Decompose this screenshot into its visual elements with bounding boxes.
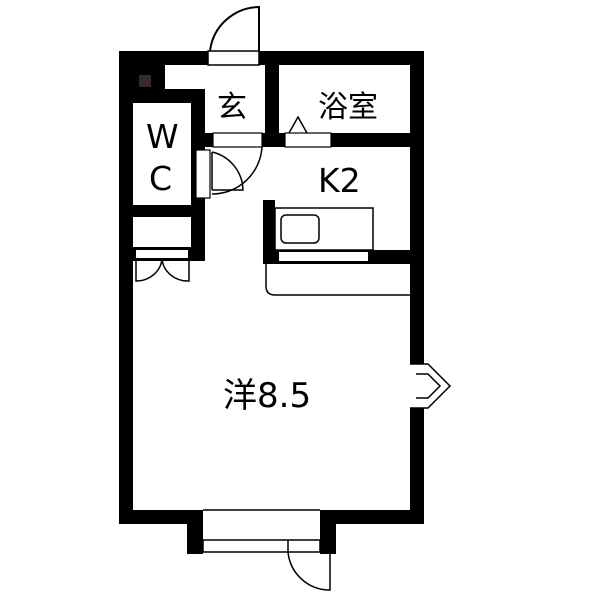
kitchen-label: K2 <box>318 161 361 200</box>
toilet-label-w: W <box>146 117 179 156</box>
western-room-label: 洋8.5 <box>223 376 311 416</box>
closet <box>133 217 191 282</box>
bathroom-label: 浴室 <box>318 90 378 125</box>
toilet-label-c: C <box>149 159 172 198</box>
pipe-shaft <box>139 75 151 87</box>
bay-window <box>410 363 452 409</box>
kitchen-counter <box>265 207 410 296</box>
balcony-window <box>202 509 331 591</box>
entrance-inner-door <box>211 132 263 195</box>
entrance-door <box>207 5 260 66</box>
wc-door <box>195 149 244 199</box>
entrance-label: 玄 <box>217 90 247 125</box>
bathroom-door <box>284 115 332 148</box>
